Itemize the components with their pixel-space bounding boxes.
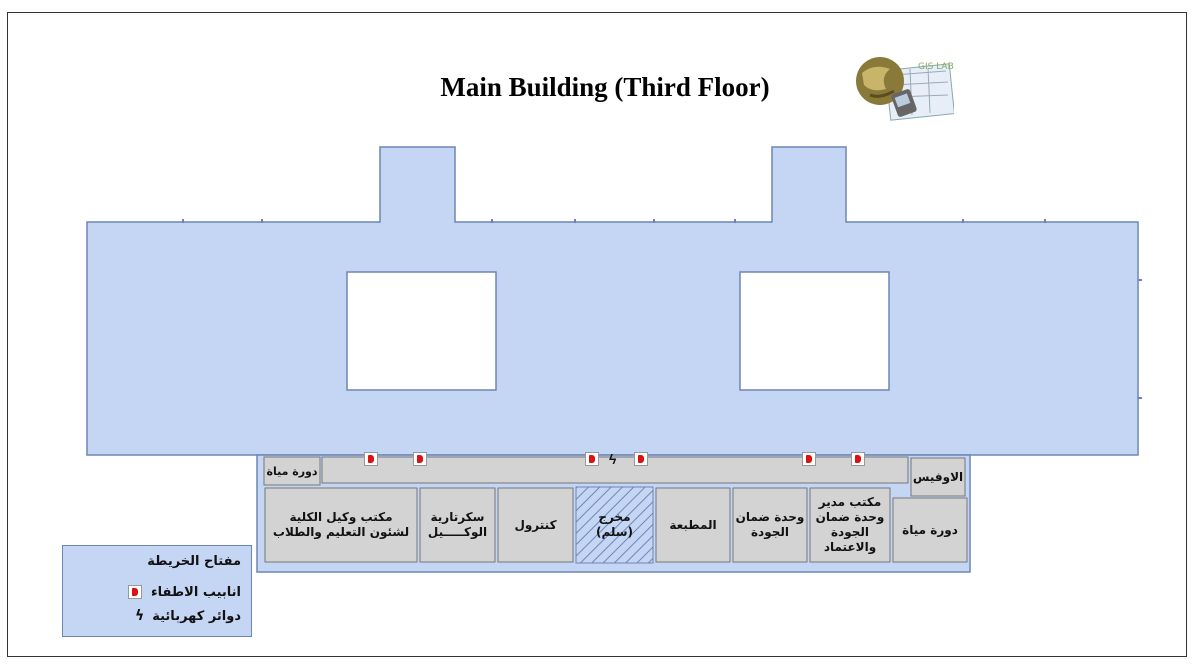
room-secretary: سكرتارية الوكـــــيل (427, 510, 488, 539)
legend-title: مفتاح الخريطة (147, 554, 241, 569)
room-wc-left: دورة مياة (266, 464, 318, 478)
room-printing: المطبعة (669, 517, 717, 532)
floor-area (86, 146, 1139, 456)
globe-gis-lab-logo: GIS LAB (856, 57, 954, 121)
electrical-circuit-icon: ϟ (609, 451, 617, 467)
room-wc-right: دورة مياة (902, 522, 958, 537)
room-wc-right-box (892, 497, 968, 563)
courtyard-left (346, 271, 497, 391)
extinguisher-icon (364, 452, 378, 466)
map-legend: مفتاح الخريطة انابيب الاطفاء دوائر كهربا… (62, 545, 252, 637)
room-exit-stairs: مخرج (سلم) (595, 510, 634, 539)
room-vice-dean: مكتب وكيل الكلية لشئون التعليم والطلاب (272, 510, 410, 539)
map-title: Main Building (Third Floor) (440, 72, 770, 102)
courtyard-right (739, 271, 890, 391)
room-office-box (910, 457, 966, 497)
extinguisher-icon (851, 452, 865, 466)
room-quality-unit-box (732, 487, 808, 563)
electrical-circuit-icon: ϟ (134, 608, 145, 624)
room-secretary-box (419, 487, 496, 563)
room-printing-box (655, 487, 731, 563)
legend-electrical-label: دوائر كهربائية (152, 608, 241, 624)
legend-row-electrical: دوائر كهربائية ϟ (128, 608, 241, 624)
room-quality-unit: وحدة ضمان الجودة (735, 510, 805, 539)
room-control-box (497, 487, 574, 563)
room-quality-director: مكتب مدير وحدة ضمان الجودة والاعتماد (815, 495, 885, 554)
room-wc-left-box (263, 456, 321, 486)
extinguisher-icon (127, 584, 143, 600)
room-control: كنترول (514, 517, 557, 532)
room-office: الاوفيس (912, 469, 964, 484)
svg-text:GIS LAB: GIS LAB (918, 62, 954, 72)
room-quality-director-box (809, 487, 891, 563)
extinguisher-icon (634, 452, 648, 466)
room-exit-stairs-box (575, 486, 654, 564)
room-vice-dean-box (264, 487, 418, 563)
extinguisher-icon (585, 452, 599, 466)
legend-extinguisher-label: انابيب الاطفاء (151, 584, 241, 600)
legend-row-extinguisher: انابيب الاطفاء (127, 584, 241, 600)
extinguisher-icon (413, 452, 427, 466)
extinguisher-icon (802, 452, 816, 466)
